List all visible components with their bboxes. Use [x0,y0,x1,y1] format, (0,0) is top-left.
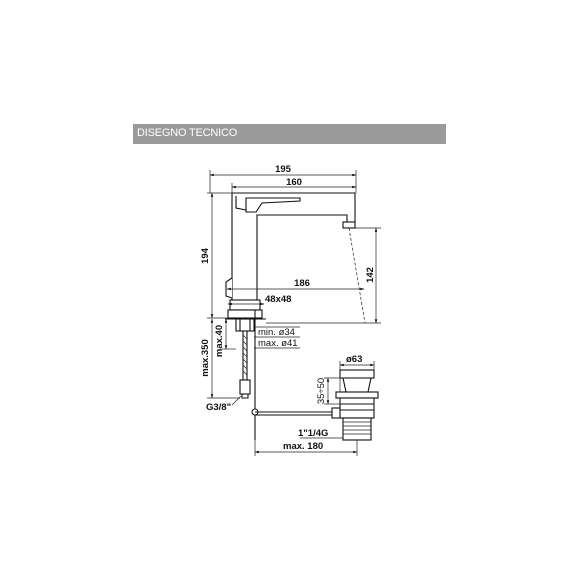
dim-rod-length: max. 180 [283,441,323,452]
dim-connection: G3/8" [206,402,231,413]
header-title: DISEGNO TECNICO [137,127,238,139]
header-bar: DISEGNO TECNICO [133,124,446,144]
dim-hole-min: min. ø34 [258,327,295,338]
dim-deck-max: max.40 [214,325,225,357]
dimension-lines [207,170,381,456]
dim-spout-height: 142 [365,267,376,283]
dim-waste-range: 35÷50 [316,378,327,404]
dim-base-size: 48x48 [265,294,291,305]
dim-hole-max: max. ø41 [258,338,298,349]
dim-reach: 186 [294,278,310,289]
dim-overall-length: 195 [275,164,292,175]
dim-waste-diameter: ø63 [346,354,362,365]
dim-spout-length: 160 [286,177,302,188]
dim-height-total: 194 [200,247,211,264]
waste-valve [331,369,379,441]
dim-hose-length: max.350 [200,339,211,377]
dim-waste-thread: 1"1/4G [298,428,328,439]
faucet-body [225,192,356,440]
